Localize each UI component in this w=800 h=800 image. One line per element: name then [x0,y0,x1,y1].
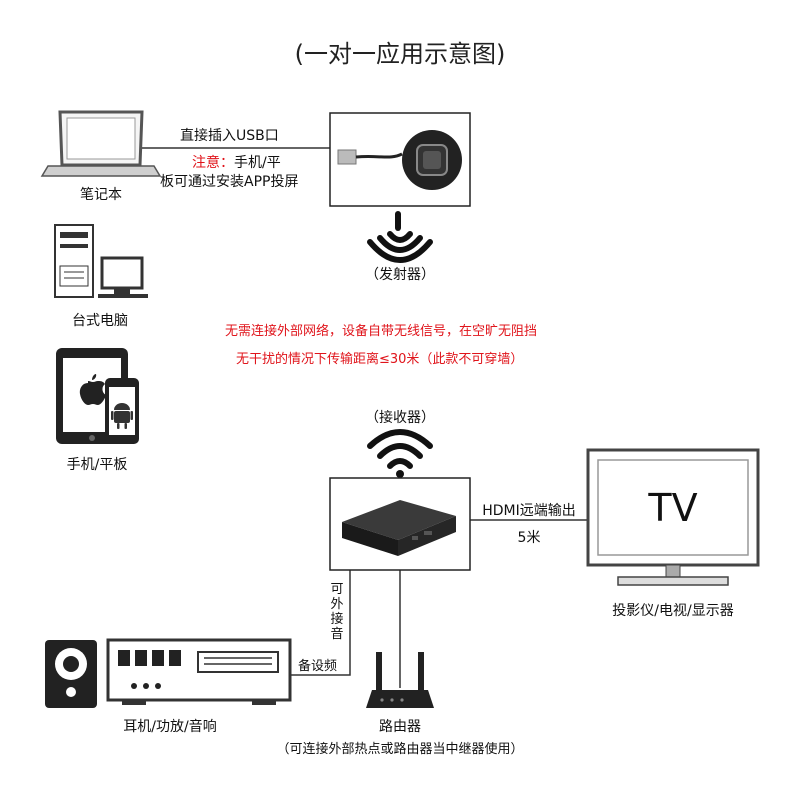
diagram-title: (一对一应用示意图) [294,40,506,68]
receiver-device [329,477,471,571]
audio-link-vertical: 可 外 接 音 [328,582,346,642]
audio-link-char: 可 [330,582,344,597]
notice-line2: 无干扰的情况下传输距离≤30米（此款不可穿墙） [236,352,524,367]
hdmi-distance-label: 5米 [517,530,541,546]
connection-lines [140,147,588,688]
desktop-label: 台式电脑 [72,313,128,329]
usb-link-label: 直接插入USB口 [180,128,279,144]
signal-emit-icon [367,211,433,263]
laptop-label: 笔记本 [80,187,122,203]
transmitter-label: （发射器） [365,267,435,283]
mobile-icon [56,348,139,444]
usb-note-line2: 板可通过安装APP投屏 [160,174,299,190]
usb-note-line1: 注意：手机/平 [192,152,281,172]
audio-link-char: 外 [330,597,344,612]
audio-cable-line [290,570,351,676]
hdmi-link-label: HDMI远端输出 [482,503,576,519]
mobile-label: 手机/平板 [66,457,128,473]
android-icon [111,403,133,429]
tv-icon [586,448,760,586]
amplifier-icon [106,638,292,705]
transmitter-device [329,112,471,207]
notice-line1: 无需连接外部网络，设备自带无线信号，在空旷无阻挡 [225,324,538,339]
receiver-label: （接收器） [365,410,435,426]
usb-note-prefix: 注意： [192,155,234,171]
speaker-icon [45,640,97,708]
audio-link-last: 备设频 [298,659,338,674]
router-icon [366,652,434,708]
laptop-icon [40,110,162,177]
router-note: （可连接外部热点或路由器当中继器使用） [276,742,524,757]
wifi-receive-icon [367,429,433,478]
tv-screen-text: TV [648,485,698,530]
audio-link-char: 音 [330,627,344,642]
audio-label: 耳机/功放/音响 [123,719,217,735]
desktop-icon [54,224,148,298]
usb-note-text1: 手机/平 [234,155,281,171]
router-label: 路由器 [379,719,421,735]
tv-label: 投影仪/电视/显示器 [612,603,734,619]
audio-link-char: 接 [330,612,344,627]
apple-icon [79,374,106,405]
